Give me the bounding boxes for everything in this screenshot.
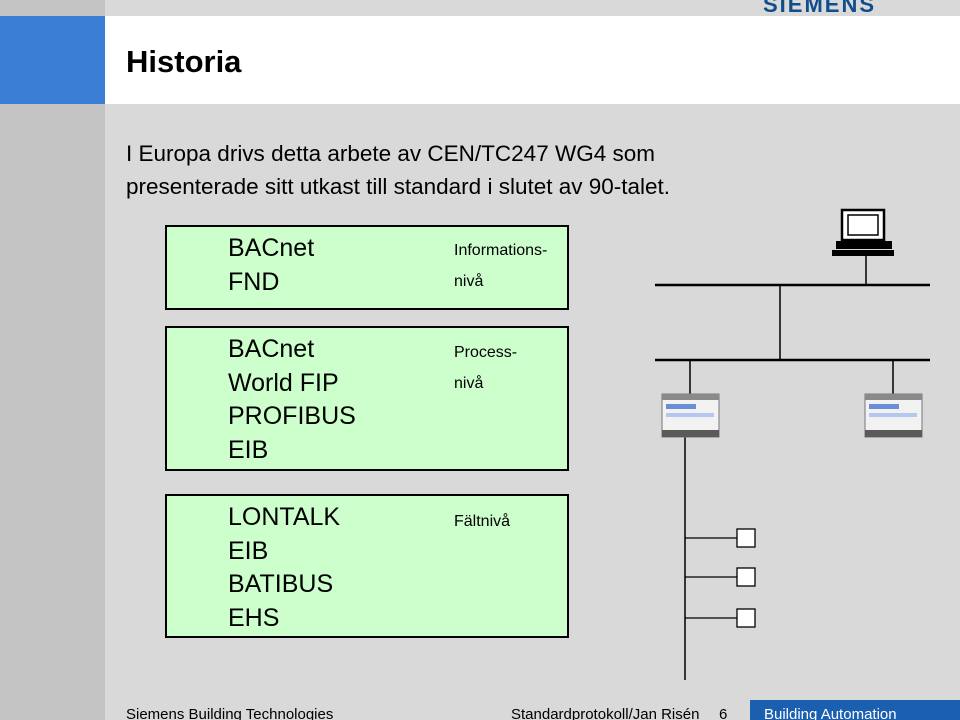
- footer-division: Building Automation: [764, 706, 897, 720]
- controller-device-icon: [661, 393, 720, 438]
- protocol-item: BATIBUS: [228, 570, 334, 598]
- level-label: Fältnivå: [454, 513, 511, 530]
- protocol-item: LONTALK: [228, 503, 341, 531]
- footer-document: Standardprotokoll/Jan Risén: [511, 706, 700, 720]
- left-strip: [0, 0, 105, 720]
- protocol-item: FND: [228, 267, 280, 296]
- page-title: Historia: [126, 44, 242, 79]
- protocol-item: World FIP: [228, 368, 339, 397]
- protocol-item: EIB: [228, 435, 269, 464]
- protocol-list: BACnet FND: [228, 232, 314, 299]
- body-paragraph: I Europa drivs detta arbete av CEN/TC247…: [126, 137, 670, 203]
- protocol-item: EHS: [228, 603, 280, 632]
- footer-page-number: 6: [719, 706, 728, 720]
- body-line-2: presenterade sitt utkast till standard i…: [126, 174, 671, 199]
- title-band: [0, 16, 960, 104]
- protocol-item: BACnet: [228, 234, 315, 262]
- siemens-logo: SIEMENS: [763, 0, 877, 17]
- body-line-1: I Europa drivs detta arbete av CEN/TC247…: [126, 141, 655, 166]
- level-box-process: BACnet World FIP PROFIBUS EIB Process- n…: [165, 326, 569, 471]
- field-device-icon: [736, 528, 756, 548]
- protocol-list: BACnet World FIP PROFIBUS EIB: [228, 333, 356, 467]
- level-box-information: BACnet FND Informations- nivå: [165, 225, 569, 310]
- protocol-list: LONTALK EIB BATIBUS EHS: [228, 501, 340, 635]
- protocol-item: BACnet: [228, 335, 315, 363]
- footer-company: Siemens Building Technologies: [126, 706, 334, 720]
- computer-icon: [832, 208, 894, 256]
- title-accent: [0, 16, 105, 104]
- protocol-item: PROFIBUS: [228, 402, 356, 430]
- field-device-icon: [736, 567, 756, 587]
- controller-device-icon: [864, 393, 923, 438]
- protocol-item: EIB: [228, 536, 269, 565]
- level-box-field: LONTALK EIB BATIBUS EHS Fältnivå: [165, 494, 569, 638]
- field-device-icon: [736, 608, 756, 628]
- level-label: Informations- nivå: [454, 242, 548, 290]
- level-label: Process- nivå: [454, 344, 518, 392]
- footer-division-band: [750, 700, 960, 720]
